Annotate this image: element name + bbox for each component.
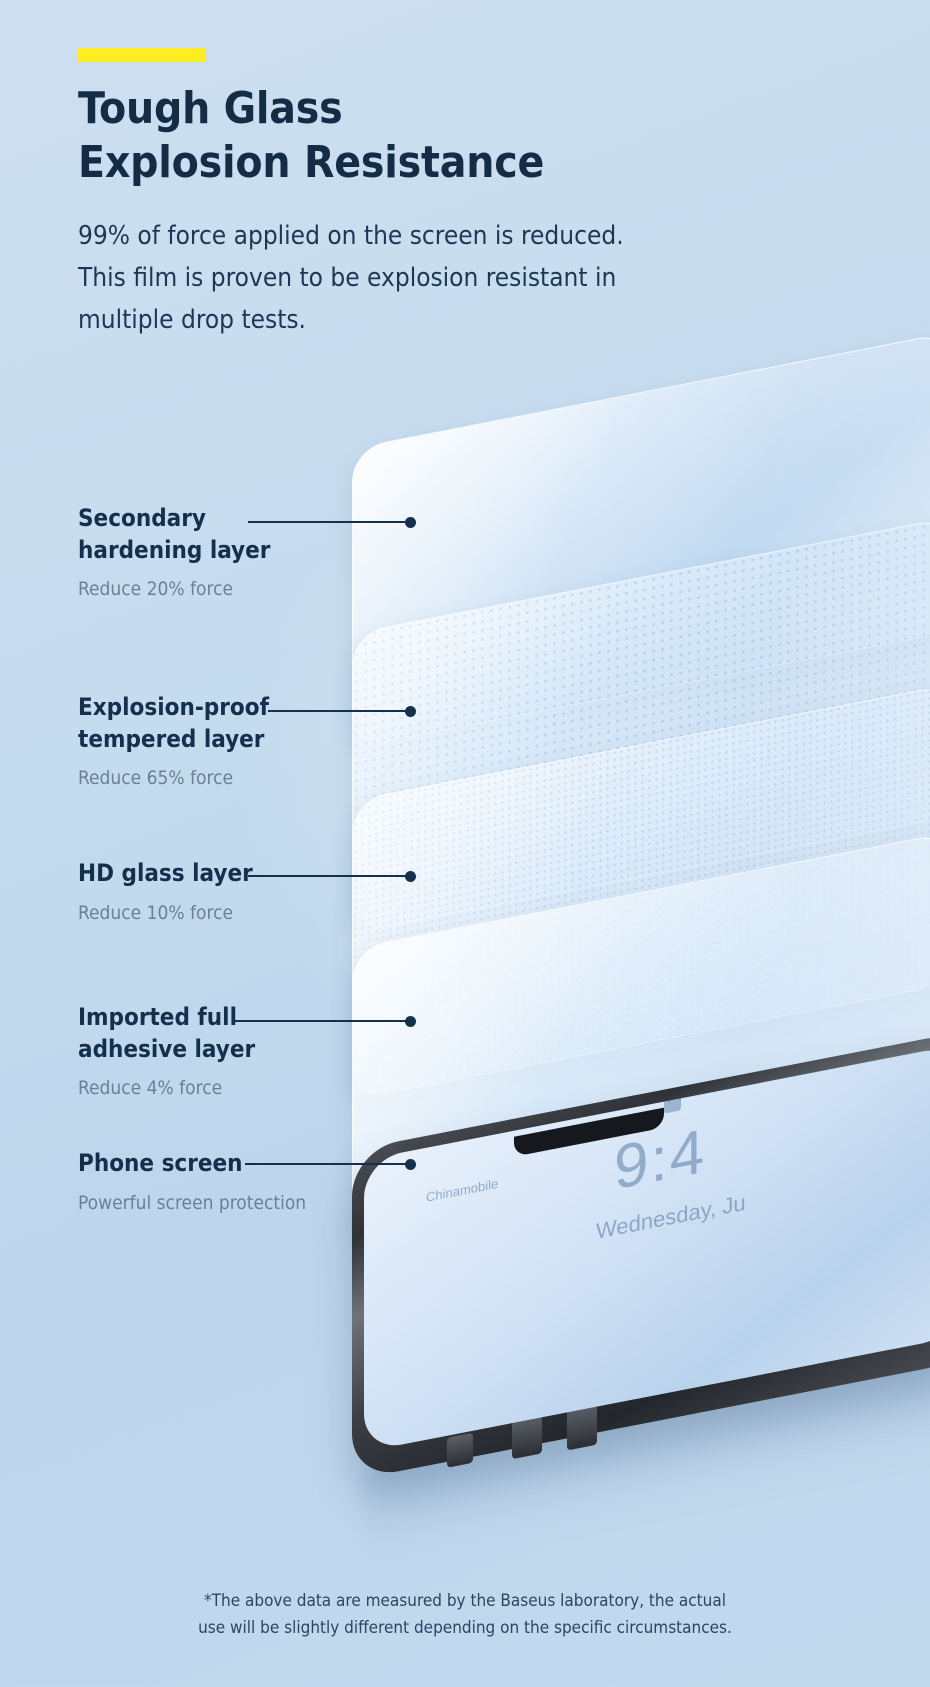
callout-desc: Reduce 20% force <box>78 578 233 601</box>
phone-side-button-1 <box>447 1432 473 1468</box>
leader-line-phone-screen <box>245 1159 416 1170</box>
callout-imported-adhesive: Imported full adhesive layer Reduce 4% f… <box>78 1002 255 1099</box>
leader-dot <box>405 1159 416 1170</box>
leader-line-imported-adhesive <box>232 1016 416 1027</box>
title-line-1: Tough Glass <box>78 83 343 134</box>
leader-dot <box>405 1016 416 1027</box>
callout-explosion-proof: Explosion-proof tempered layer Reduce 65… <box>78 692 269 789</box>
footnote-line-1: *The above data are measured by the Base… <box>204 1591 726 1611</box>
leader-line-explosion-proof <box>268 706 416 717</box>
phone-carrier-label: Chinamobile <box>426 1175 499 1205</box>
callout-hd-glass: HD glass layer Reduce 10% force <box>78 858 253 924</box>
title-line-2: Explosion Resistance <box>78 136 545 188</box>
callout-desc: Reduce 4% force <box>78 1077 223 1100</box>
callout-title: Phone screen <box>78 1149 243 1177</box>
footnote-line-2: use will be slightly different depending… <box>198 1618 732 1639</box>
callout-title: Explosion-proof tempered layer <box>78 693 269 753</box>
callout-desc: Powerful screen protection <box>78 1191 307 1214</box>
callout-desc: Reduce 10% force <box>78 901 233 924</box>
callout-title: Imported full adhesive layer <box>78 1003 256 1063</box>
leader-line-hd-glass <box>248 871 416 882</box>
leader-dot <box>405 871 416 882</box>
leader-dot <box>405 517 416 528</box>
callout-desc: Reduce 65% force <box>78 767 233 790</box>
callout-phone-screen: Phone screen Powerful screen protection <box>78 1148 306 1214</box>
subtitle-line-1: 99% of force applied on the screen is re… <box>78 221 624 251</box>
callout-title: HD glass layer <box>78 859 253 887</box>
page-title: Tough Glass Explosion Resistance <box>78 82 778 189</box>
subtitle-line-2: This film is proven to be explosion resi… <box>78 263 617 294</box>
callout-secondary-hardening: Secondary hardening layer Reduce 20% for… <box>78 503 270 600</box>
leader-dot <box>405 706 416 717</box>
leader-line-secondary-hardening <box>248 517 416 528</box>
page-subtitle: 99% of force applied on the screen is re… <box>78 215 778 341</box>
accent-bar <box>78 48 206 62</box>
subtitle-line-3: multiple drop tests. <box>78 305 306 336</box>
footnote: *The above data are measured by the Base… <box>0 1588 930 1642</box>
callout-title: Secondary hardening layer <box>78 504 271 564</box>
